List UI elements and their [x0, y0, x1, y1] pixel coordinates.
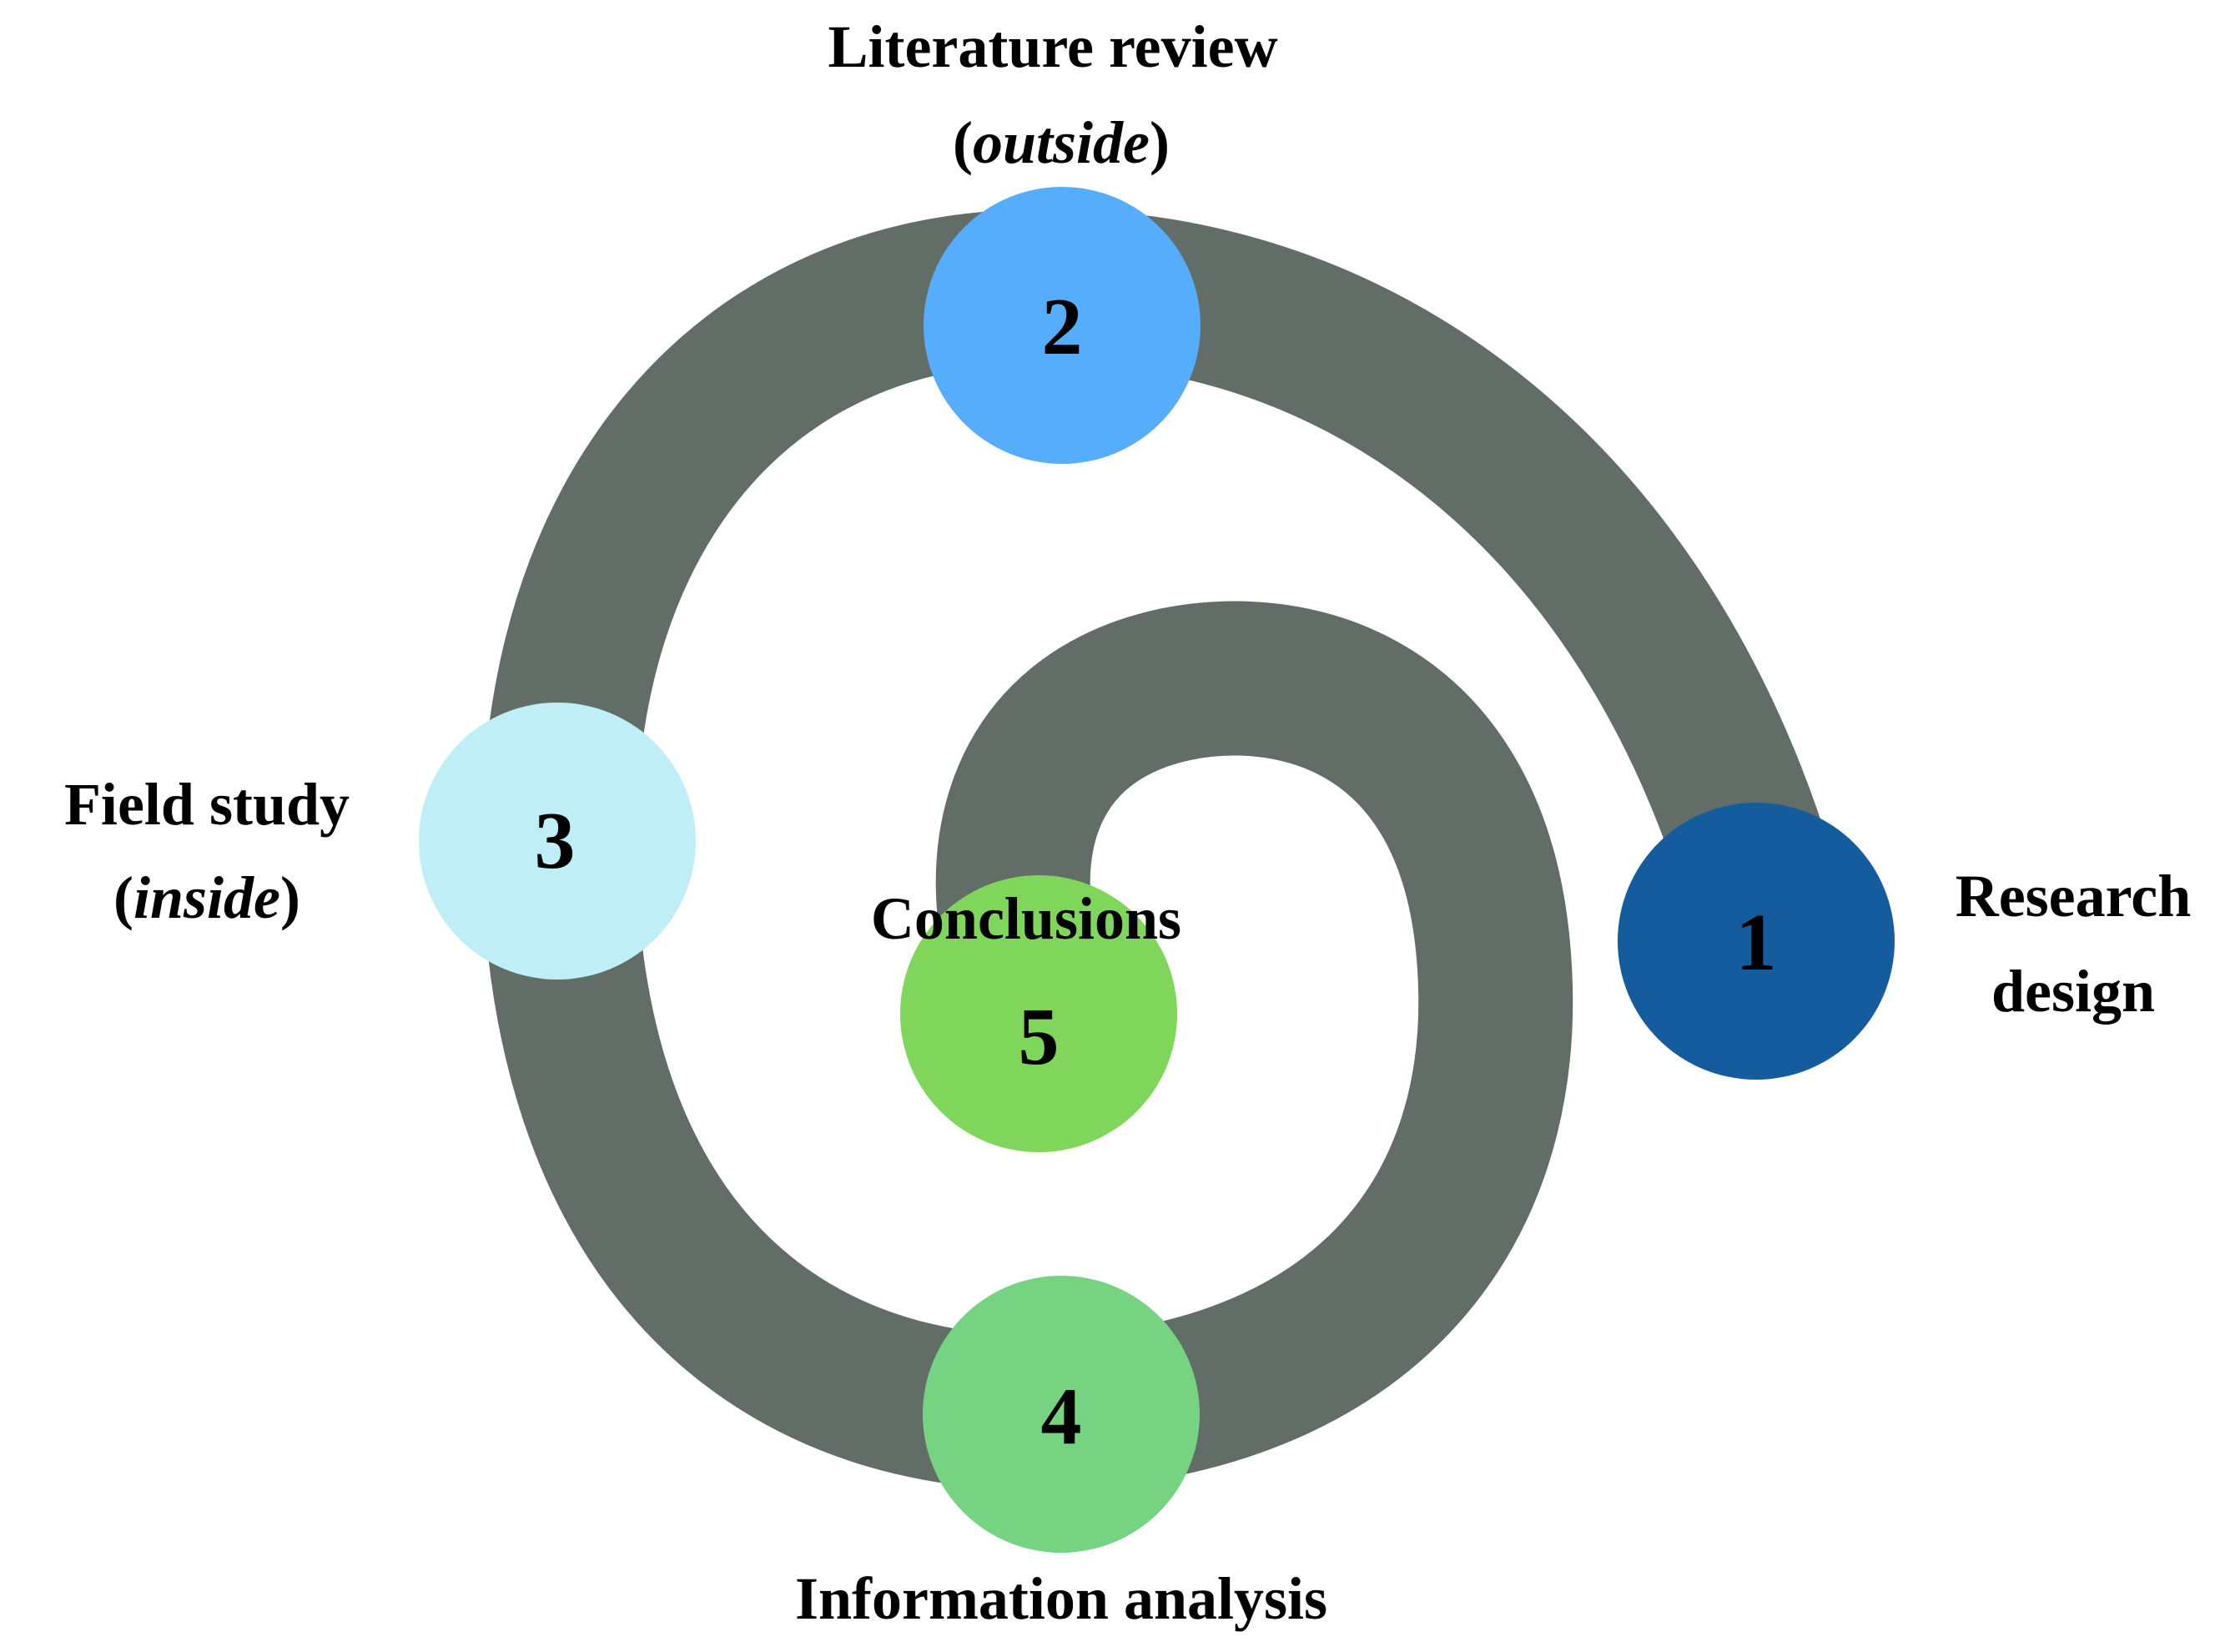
step-5-number: 5 [1019, 992, 1060, 1082]
step-4-circle [923, 1276, 1200, 1553]
step-2: 2 Literature review (outside) [828, 13, 1278, 464]
step-4-label: Information analysis [795, 1565, 1327, 1632]
step-1-number: 1 [1736, 898, 1777, 988]
step-1-label-line1: Research [1956, 863, 2192, 929]
step-5-label: Conclusions [871, 885, 1181, 952]
step-4: 4 Information analysis [795, 1276, 1327, 1632]
step-3-circle [419, 703, 696, 980]
step-5-circle [900, 875, 1177, 1152]
step-1-circle [1618, 803, 1895, 1080]
step-2-label-note: outside [973, 109, 1150, 176]
step-2-label-line1: Literature review [828, 13, 1277, 80]
step-3-label-note: inside [133, 864, 280, 931]
step-1: 1 Research design [1618, 803, 2191, 1080]
spiral-path [481, 209, 1838, 1490]
step-4-number: 4 [1041, 1372, 1082, 1462]
step-2-label-line2: (outside) [953, 109, 1170, 176]
step-1-label-line2: design [1991, 958, 2155, 1025]
step-3-number: 3 [535, 796, 576, 886]
step-3-label-line1: Field study [64, 771, 350, 838]
step-2-circle [924, 187, 1201, 464]
step-3: 3 Field study (inside) [64, 703, 696, 980]
step-5: 5 Conclusions [871, 875, 1181, 1152]
step-2-number: 2 [1042, 282, 1083, 372]
step-3-label-line2: (inside) [113, 864, 300, 931]
